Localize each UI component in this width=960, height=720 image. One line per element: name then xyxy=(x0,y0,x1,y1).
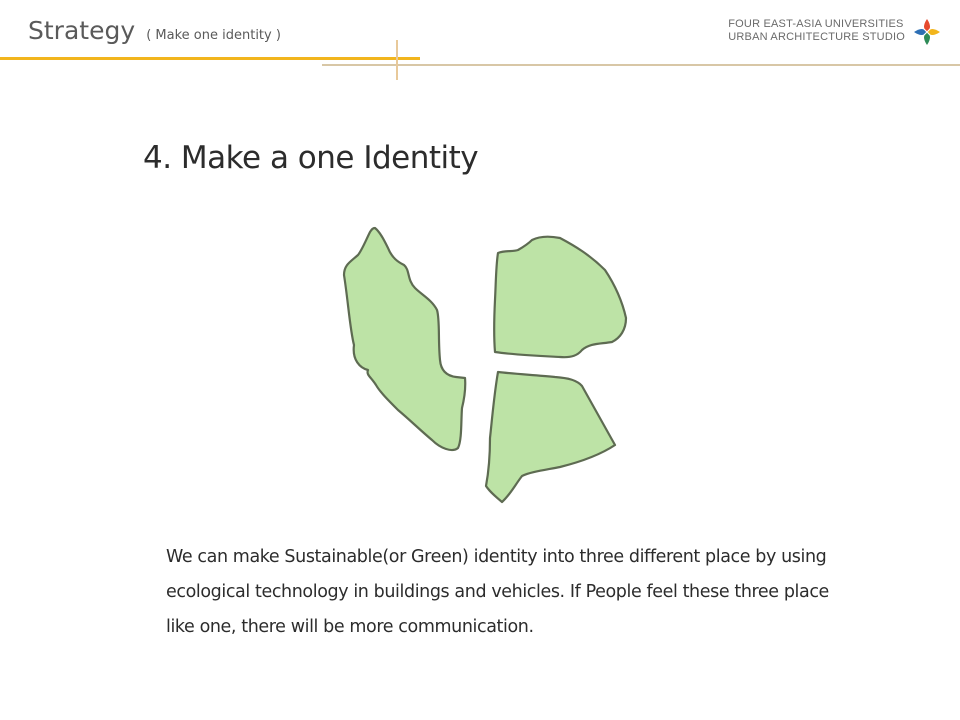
description-line: ecological technology in buildings and v… xyxy=(166,582,829,602)
organization-label: FOUR EAST-ASIA UNIVERSITIES URBAN ARCHIT… xyxy=(728,18,905,44)
header-divider-rule xyxy=(322,64,960,66)
description-line: We can make Sustainable(or Green) identi… xyxy=(166,547,827,567)
header-accent-rule xyxy=(0,57,420,60)
region-northeast xyxy=(493,235,628,359)
header-vertical-mark xyxy=(396,40,398,80)
description-line: like one, there will be more communicati… xyxy=(166,617,534,637)
slide-heading: 4. Make a one Identity xyxy=(143,140,479,176)
region-southeast xyxy=(484,370,617,504)
organization-line-2: URBAN ARCHITECTURE STUDIO xyxy=(728,31,905,43)
region-west xyxy=(342,226,467,452)
page-title-main: Strategy xyxy=(28,16,136,45)
description-paragraph: We can make Sustainable(or Green) identi… xyxy=(166,540,886,645)
page-title-subtitle: ( Make one identity ) xyxy=(146,28,281,43)
organization-line-1: FOUR EAST-ASIA UNIVERSITIES xyxy=(728,18,904,30)
three-regions-diagram xyxy=(342,226,628,504)
page-title: Strategy ( Make one identity ) xyxy=(28,16,281,45)
four-universities-logo-icon xyxy=(914,19,940,45)
